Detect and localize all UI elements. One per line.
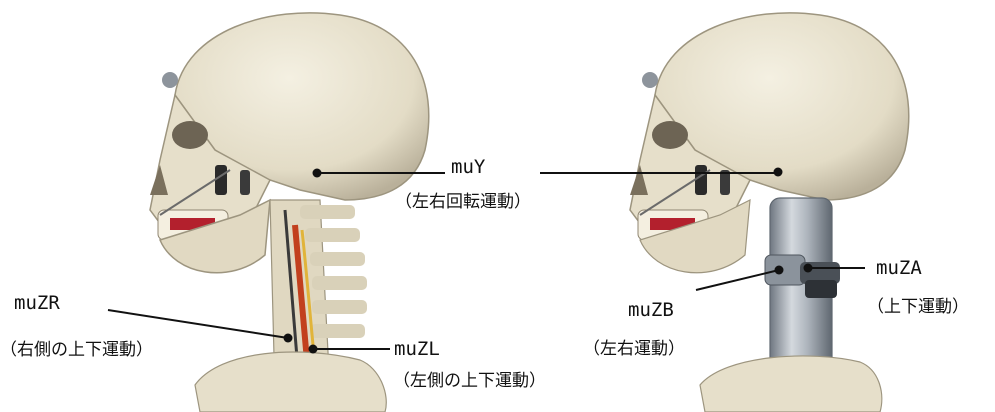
label-muZB-desc: （左右運動）: [583, 341, 685, 358]
label-muZA: muZA: [876, 259, 922, 278]
label-muZA-desc: （上下運動）: [867, 299, 969, 316]
label-muZR-desc: （右側の上下運動）: [0, 342, 153, 359]
label-muY: muY: [451, 158, 485, 177]
label-muZB: muZB: [628, 301, 674, 320]
left-skull: [150, 13, 429, 412]
label-muZR: muZR: [14, 294, 60, 313]
label-muZL-desc: （左側の上下運動）: [393, 373, 546, 390]
label-muZL: muZL: [394, 340, 440, 359]
label-muY-desc: （左右回転運動）: [395, 194, 531, 211]
